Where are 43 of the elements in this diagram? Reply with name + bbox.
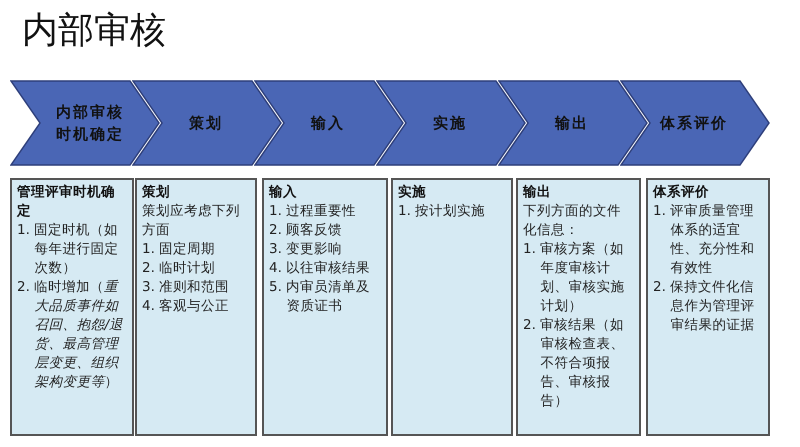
step-label: 策划 bbox=[188, 113, 224, 134]
process-step bbox=[620, 80, 770, 166]
panel-heading: 策划 bbox=[142, 183, 171, 202]
step-label: 输出 bbox=[554, 113, 590, 134]
list-item: 1. 过程重要性 bbox=[269, 202, 358, 221]
process-step bbox=[132, 80, 282, 166]
panel-heading: 实施 bbox=[398, 183, 427, 202]
panel-text: 策划应考虑下列方面 bbox=[142, 202, 241, 240]
panel-heading: 管理评审时机确定 bbox=[17, 183, 116, 221]
list-item: 2. 临时计划 bbox=[142, 259, 216, 278]
step-label: 输入 bbox=[310, 113, 346, 134]
step-label: 实施 bbox=[432, 113, 468, 134]
step-label: 内部审核时机确定 bbox=[56, 102, 124, 145]
list-item: 2. 顾客反馈 bbox=[269, 221, 344, 240]
list-item: 1. 评审质量管理体系的适宜性、充分性和有效性 bbox=[653, 202, 756, 278]
list-item: 1. 固定时机（如每年进行固定次数） bbox=[17, 221, 120, 278]
step-panel bbox=[262, 178, 388, 436]
list-item: 4. 以往审核结果 bbox=[269, 259, 372, 278]
page-title: 内部审核 bbox=[22, 9, 166, 53]
list-item: 1. 按计划实施 bbox=[398, 202, 486, 221]
list-item: 5. 内审员清单及资质证书 bbox=[269, 278, 372, 316]
list-item: 2. 临时增加（重大品质事件如召回、抱怨/退货、最高管理层变更、组织架构变更等） bbox=[17, 278, 124, 392]
step-label: 体系评价 bbox=[658, 113, 729, 134]
list-item: 4. 客观与公正 bbox=[142, 297, 230, 316]
process-step bbox=[376, 80, 526, 166]
panel-text: 下列方面的文件化信息： bbox=[523, 202, 622, 240]
list-item: 3. 准则和范围 bbox=[142, 278, 230, 297]
list-item: 1. 固定周期 bbox=[142, 240, 216, 259]
process-step bbox=[498, 80, 648, 166]
list-item: 1. 审核方案（如年度审核计划、审核实施计划） bbox=[523, 240, 626, 316]
panel-heading: 输出 bbox=[523, 183, 552, 202]
step-panel bbox=[10, 178, 134, 436]
list-item: 3. 变更影响 bbox=[269, 240, 344, 259]
panel-heading: 输入 bbox=[269, 183, 298, 202]
step-panel bbox=[135, 178, 257, 436]
step-panel bbox=[646, 178, 770, 436]
list-item: 2. 审核结果（如审核检查表、不符合项报告、审核报告） bbox=[523, 316, 626, 411]
list-item: 2. 保持文件化信息作为管理评审结果的证据 bbox=[653, 278, 756, 335]
process-step bbox=[10, 80, 160, 166]
process-step bbox=[254, 80, 404, 166]
step-panel bbox=[516, 178, 641, 436]
panel-heading: 体系评价 bbox=[653, 183, 710, 202]
step-panel bbox=[391, 178, 513, 436]
